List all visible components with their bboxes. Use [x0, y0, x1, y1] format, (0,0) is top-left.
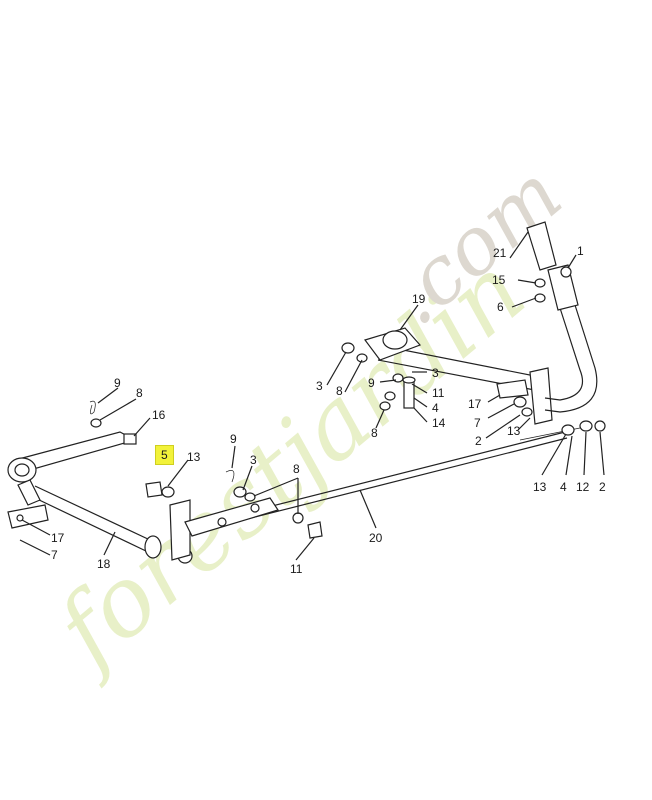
- callout-17b: 17: [51, 531, 65, 545]
- callout-7b: 7: [51, 548, 58, 562]
- callout-11a: 11: [432, 386, 445, 400]
- callout-19: 19: [412, 292, 426, 306]
- lever-plate: [169, 497, 279, 561]
- callout-9b: 9: [114, 376, 121, 390]
- callout-6: 6: [497, 300, 504, 314]
- callout-1: 1: [577, 244, 584, 258]
- callout-13a: 13: [507, 424, 521, 438]
- callout-17a: 17: [468, 397, 482, 411]
- callout-11b: 11: [290, 562, 303, 576]
- callout-16: 16: [152, 408, 166, 422]
- callout-2a: 2: [475, 434, 482, 448]
- callout-5-highlighted: 5: [155, 445, 174, 465]
- callout-8b: 8: [371, 426, 378, 440]
- callout-3a: 3: [316, 379, 323, 393]
- callout-8d: 8: [293, 462, 300, 476]
- callout-8c: 8: [136, 386, 143, 400]
- callout-7a: 7: [474, 416, 481, 430]
- callout-20: 20: [369, 531, 383, 545]
- handle-tube: [526, 221, 598, 413]
- callout-9a: 9: [368, 376, 375, 390]
- callout-13c: 13: [187, 450, 201, 464]
- callout-12: 12: [576, 480, 590, 494]
- left-arm: [7, 431, 137, 529]
- callout-4b: 4: [560, 480, 567, 494]
- callout-3c: 3: [250, 453, 257, 467]
- callout-9c: 9: [230, 432, 237, 446]
- hardware: [89, 266, 606, 539]
- callout-2b: 2: [599, 480, 606, 494]
- leader-lines: [19, 231, 605, 561]
- callout-8a: 8: [336, 384, 343, 398]
- callout-4a: 4: [432, 401, 439, 415]
- callout-14: 14: [432, 416, 446, 430]
- callout-15: 15: [492, 273, 506, 287]
- callout-13b: 13: [533, 480, 547, 494]
- callout-18: 18: [97, 557, 111, 571]
- callout-21: 21: [493, 246, 507, 260]
- callout-3b: 3: [432, 366, 439, 380]
